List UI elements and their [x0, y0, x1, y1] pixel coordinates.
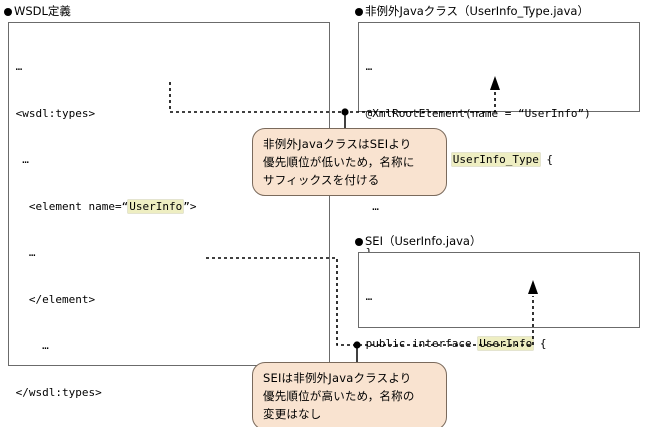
- callout-line: SEIは非例外Javaクラスより: [263, 371, 412, 385]
- code-line: @XmlRootElement(name = “UserInfo”): [359, 106, 591, 120]
- code-line-public-interface: public interface UserInfo {: [359, 336, 547, 350]
- highlight-userinfo-type: UserInfo_Type: [451, 153, 540, 166]
- code-line: <wsdl:types>: [9, 106, 96, 120]
- code-line: …: [9, 339, 49, 352]
- filled-circle-icon: [355, 238, 363, 246]
- code-line: </wsdl:types>: [9, 385, 102, 399]
- code-line: </element>: [9, 292, 96, 306]
- callout-line: 非例外JavaクラスはSEIより: [263, 137, 412, 151]
- code-line: …: [359, 60, 373, 73]
- code-line: …: [359, 199, 379, 213]
- highlight-userinfo-sei: UserInfo: [478, 336, 534, 350]
- sei-code-box: … public interface UserInfo { … }: [358, 252, 640, 396]
- callout-line: 優先順位が高いため，名称の: [263, 389, 415, 403]
- callout-line: 変更はなし: [263, 407, 322, 421]
- callout-line: 優先順位が低いため，名称に: [263, 155, 415, 169]
- wsdl-section-heading-label: WSDL定義: [14, 4, 71, 18]
- java-class-code-box: … @XmlRootElement(name = “UserInfo”) pub…: [358, 22, 640, 259]
- connector-dot-top: [341, 108, 349, 116]
- highlight-userinfo-element: UserInfo: [128, 199, 184, 213]
- code-line: …: [9, 246, 36, 259]
- code-line: …: [9, 60, 23, 73]
- callout-line: サフィックスを付ける: [263, 173, 380, 187]
- callout-java-class-suffix: 非例外JavaクラスはSEIより 優先順位が低いため，名称に サフィックスを付け…: [252, 128, 447, 196]
- java-class-section-heading: 非例外Javaクラス（UserInfo_Type.java）: [355, 4, 589, 18]
- code-line: …: [9, 153, 29, 166]
- wsdl-section-heading: WSDL定義: [4, 4, 71, 18]
- sei-section-heading: SEI（UserInfo.java）: [355, 234, 482, 248]
- sei-section-heading-label: SEI（UserInfo.java）: [365, 234, 482, 248]
- code-line-element-userinfo: <element name=“UserInfo”>: [9, 199, 197, 213]
- callout-sei-no-change: SEIは非例外Javaクラスより 優先順位が高いため，名称の 変更はなし: [252, 362, 447, 427]
- filled-circle-icon: [4, 8, 12, 16]
- code-line: …: [359, 290, 373, 303]
- java-class-section-heading-label: 非例外Javaクラス（UserInfo_Type.java）: [365, 4, 589, 18]
- filled-circle-icon: [355, 8, 363, 16]
